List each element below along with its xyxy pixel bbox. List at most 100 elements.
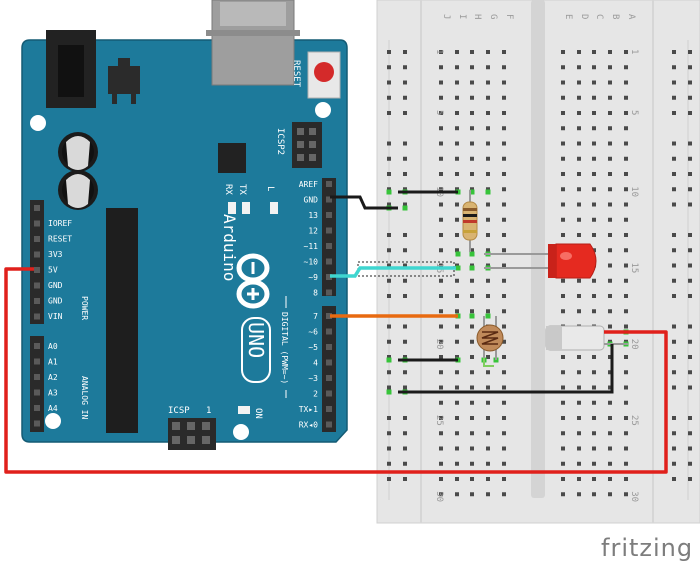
header-pin — [34, 282, 40, 289]
rail-hole — [688, 248, 692, 253]
breadboard-hole — [561, 126, 565, 131]
breadboard-hole — [486, 202, 490, 207]
breadboard-hole — [455, 202, 459, 207]
icsp2-pin — [309, 154, 316, 161]
rail-hole — [387, 50, 391, 54]
breadboard-hole — [470, 50, 474, 54]
breadboard-hole — [561, 172, 565, 176]
breadboard-hole — [439, 263, 443, 268]
breadboard-hole — [624, 111, 628, 115]
rail-hole — [672, 294, 676, 298]
breadboard-hole — [439, 294, 443, 298]
breadboard-hole — [470, 309, 474, 314]
breadboard-hole — [577, 95, 581, 100]
rail-hole — [387, 263, 391, 268]
breadboard-hole — [577, 446, 581, 451]
breadboard-hole — [561, 385, 565, 390]
breadboard-hole — [486, 385, 490, 390]
connected-hole — [469, 265, 475, 271]
header-pin — [34, 313, 40, 320]
breadboard-hole — [439, 400, 443, 405]
rail-hole — [403, 416, 407, 420]
breadboard-hole — [624, 324, 628, 329]
connected-hole — [455, 265, 461, 271]
breadboard-hole — [455, 477, 459, 481]
breadboard-hole — [486, 278, 490, 283]
rail-hole — [672, 65, 676, 70]
breadboard-hole — [592, 141, 596, 146]
breadboard-hole — [470, 461, 474, 466]
rail-hole — [672, 172, 676, 176]
breadboard-hole — [486, 446, 490, 451]
breadboard-hole — [624, 400, 628, 405]
power-pin-label: GND — [48, 281, 63, 290]
breadboard-hole — [502, 278, 506, 283]
breadboard-hole — [455, 278, 459, 283]
breadboard-hole — [577, 156, 581, 161]
icsp-pin — [202, 436, 210, 444]
breadboard-hole — [470, 492, 474, 497]
rail-hole — [688, 202, 692, 207]
breadboard-hole — [577, 187, 581, 192]
breadboard-hole — [624, 248, 628, 253]
breadboard-hole — [439, 95, 443, 100]
connected-hole — [485, 313, 491, 319]
rail-hole — [387, 141, 391, 146]
column-letter: D — [579, 14, 589, 19]
rail-hole — [403, 461, 407, 466]
header-pin — [34, 343, 40, 349]
row-number: 25 — [629, 415, 639, 426]
breadboard-hole — [486, 156, 490, 161]
breadboard-hole — [592, 65, 596, 70]
rail-hole — [387, 446, 391, 451]
row-number: 20 — [434, 339, 444, 350]
breadboard-hole — [608, 248, 612, 253]
rail-hole — [688, 141, 692, 146]
breadboard-hole — [561, 461, 565, 466]
header-pin — [34, 358, 40, 365]
rail-hole — [387, 248, 391, 253]
icsp-pin1-label: 1 — [206, 406, 211, 416]
breadboard-hole — [502, 324, 506, 329]
breadboard-hole — [624, 278, 628, 283]
breadboard-hole — [486, 95, 490, 100]
breadboard-hole — [502, 50, 506, 54]
rail-hole — [403, 294, 407, 298]
rail-hole — [688, 80, 692, 85]
breadboard-hole — [624, 187, 628, 192]
pin9-wire — [330, 266, 456, 278]
breadboard-hole — [502, 233, 506, 237]
analog-pin-label: A3 — [48, 389, 58, 398]
digital-label: DIGITAL (PWM=~) — [280, 312, 289, 384]
header-pin — [326, 243, 332, 249]
digital-pin-label: AREF — [299, 180, 318, 189]
breadboard-hole — [486, 172, 490, 176]
breadboard-hole — [439, 217, 443, 222]
connected-hole — [386, 189, 392, 195]
photoresistor — [476, 316, 504, 360]
breadboard-hole — [439, 187, 443, 192]
rail-hole — [688, 95, 692, 100]
rail-hole — [403, 65, 407, 70]
rail-hole — [387, 278, 391, 283]
rail-hole — [688, 187, 692, 192]
breadboard-hole — [577, 461, 581, 466]
breadboard-hole — [502, 263, 506, 268]
icsp-pin — [172, 422, 180, 430]
column-letter: C — [594, 14, 604, 19]
breadboard-hole — [486, 370, 490, 375]
breadboard-hole — [455, 294, 459, 298]
header-pin — [34, 298, 40, 304]
breadboard-hole — [439, 65, 443, 70]
breadboard-hole — [561, 309, 565, 314]
breadboard-hole — [592, 355, 596, 359]
digital-pin-label: 7 — [313, 312, 318, 321]
breadboard-hole — [470, 111, 474, 115]
power-pin-label: VIN — [48, 312, 63, 321]
breadboard-hole — [577, 385, 581, 390]
rail-hole — [672, 416, 676, 420]
digital-pin-label: 12 — [308, 227, 318, 236]
rail-hole — [387, 172, 391, 176]
breadboard-hole — [470, 187, 474, 192]
